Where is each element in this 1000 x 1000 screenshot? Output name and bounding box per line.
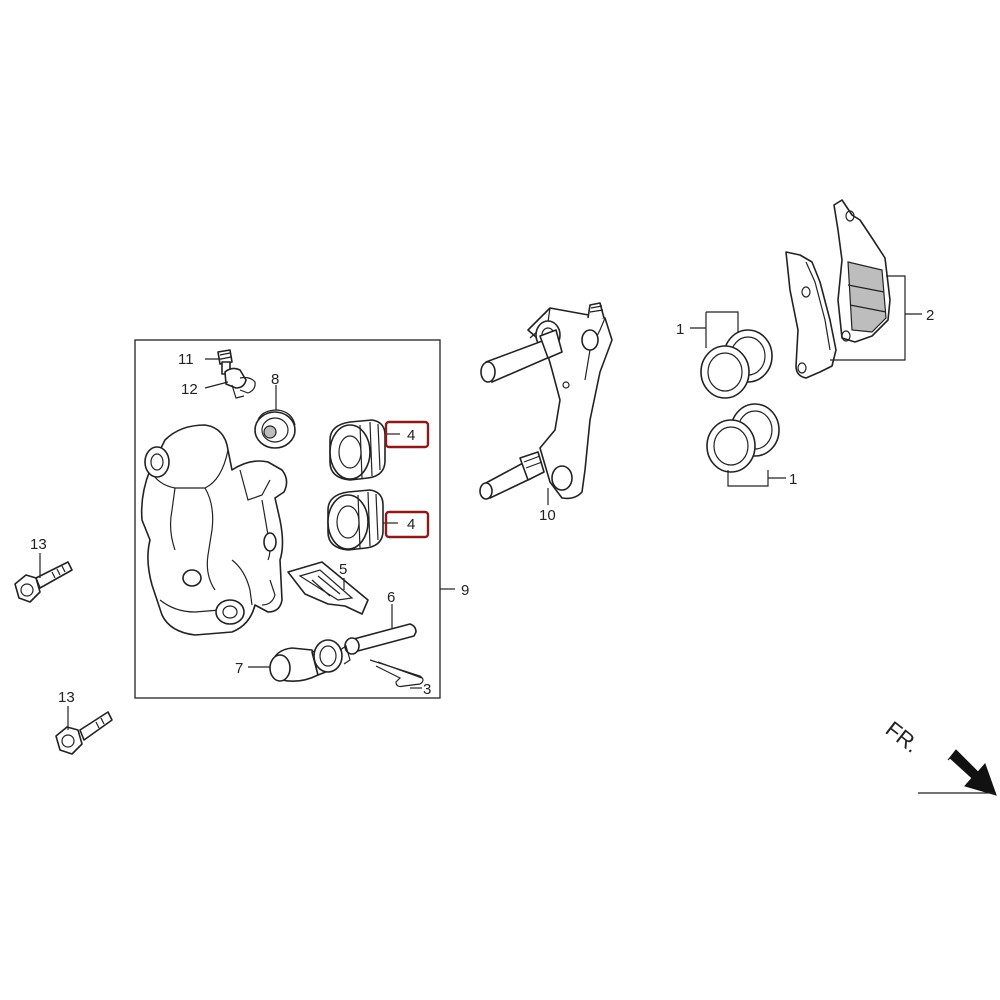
callout-13-bottom: 13 <box>58 689 75 706</box>
callout-9: 9 <box>461 582 469 599</box>
callout-10: 10 <box>539 507 556 524</box>
slide-pin[interactable] <box>269 639 351 682</box>
callout-2: 2 <box>926 307 934 324</box>
highlight-box-4-bottom <box>384 510 430 539</box>
front-direction-indicator: FR. <box>881 716 997 796</box>
callout-1-bottom: 1 <box>789 471 797 488</box>
callout-5: 5 <box>339 561 347 578</box>
direction-label: FR. <box>881 716 924 758</box>
caliper-body[interactable] <box>140 424 288 636</box>
callout-3: 3 <box>423 681 431 698</box>
pin-boot[interactable] <box>254 409 296 449</box>
leader-1-bottom <box>727 470 786 487</box>
bleed-screw[interactable] <box>217 349 233 375</box>
pad-pin[interactable] <box>344 623 417 655</box>
bleed-screw-cap[interactable] <box>224 367 256 399</box>
callout-8: 8 <box>271 371 279 388</box>
mounting-bolt-upper[interactable] <box>14 561 73 603</box>
callout-13-top: 13 <box>30 536 47 553</box>
callout-1-top: 1 <box>676 321 684 338</box>
callout-6: 6 <box>387 589 395 606</box>
callout-4-bottom: 4 <box>407 516 415 533</box>
retaining-clip[interactable] <box>369 659 424 688</box>
bracket-pin-upper[interactable] <box>480 329 563 383</box>
piston-top[interactable] <box>329 419 386 481</box>
callout-7: 7 <box>235 660 243 677</box>
brake-pad-inner[interactable] <box>833 199 891 343</box>
mounting-bolt-lower[interactable] <box>55 711 113 755</box>
leader-12 <box>204 381 229 389</box>
brake-pad-outer[interactable] <box>785 251 837 379</box>
piston-seal-upper-pair[interactable] <box>700 329 773 399</box>
callout-4-top: 4 <box>407 427 415 444</box>
caliper-assembly-box <box>134 339 441 699</box>
highlight-box-4-top <box>384 420 430 449</box>
piston-seal-lower-pair[interactable] <box>706 403 780 473</box>
front-arrow-icon <box>947 749 997 796</box>
leader-1-top <box>690 311 739 348</box>
callout-12: 12 <box>181 381 198 398</box>
piston-bottom[interactable] <box>327 489 384 551</box>
pad-spring[interactable] <box>287 561 369 615</box>
bracket-pin-lower[interactable] <box>479 451 545 500</box>
leader-2 <box>830 275 922 361</box>
callout-11: 11 <box>178 351 194 368</box>
